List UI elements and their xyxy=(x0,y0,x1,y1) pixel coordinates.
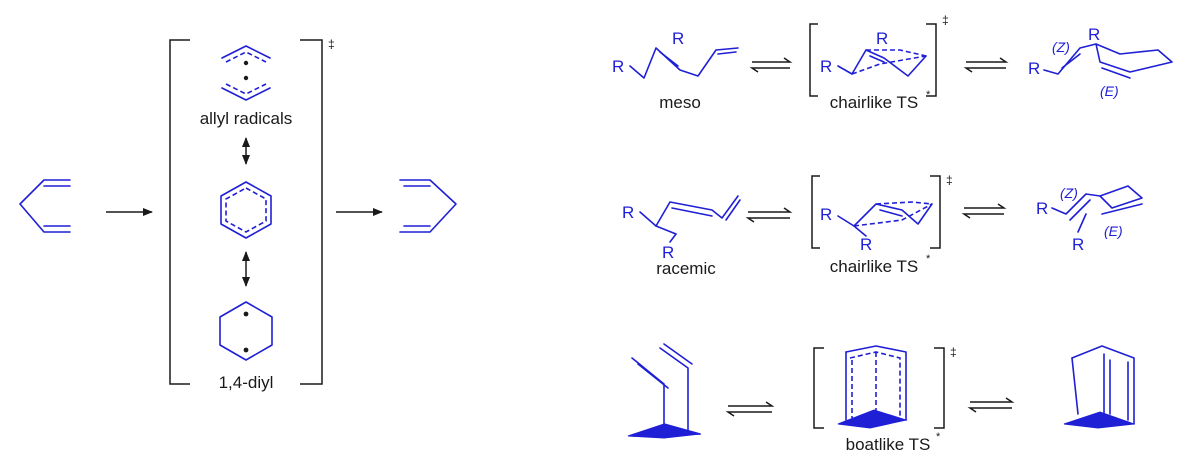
meso-chair-ts: ‡ R R xyxy=(809,13,949,97)
meso-label: meso xyxy=(659,93,701,112)
svg-text:‡: ‡ xyxy=(946,173,953,187)
svg-text:(E): (E) xyxy=(1104,223,1123,239)
svg-text:‡: ‡ xyxy=(950,345,957,359)
allyl-radical-bottom xyxy=(221,75,271,101)
diyl-hexagon xyxy=(219,301,273,361)
hexadiene-reactant xyxy=(19,179,71,233)
equilibrium-arrow-racemic-1 xyxy=(745,207,793,223)
svg-text:chairlike TS: chairlike TS xyxy=(830,93,919,112)
ts-dagger: ‡ xyxy=(328,37,335,51)
allyl-radicals-label: allyl radicals xyxy=(200,109,293,128)
svg-text:R: R xyxy=(820,57,832,76)
svg-text:R: R xyxy=(1088,25,1100,44)
svg-text:chairlike TS: chairlike TS xyxy=(830,257,919,276)
allyl-radical-top xyxy=(221,45,271,66)
boat-ts: ‡ xyxy=(813,345,957,429)
svg-text:R: R xyxy=(672,29,684,48)
transition-bracket: ‡ xyxy=(169,37,335,385)
svg-text:R: R xyxy=(1028,59,1040,78)
meso-substrate: R R xyxy=(612,29,739,79)
svg-text:(Z): (Z) xyxy=(1052,39,1070,55)
svg-text:*: * xyxy=(936,431,941,443)
meso-product: R R (Z) (E) xyxy=(1028,25,1173,99)
meso-ts-label: chairlike TS * xyxy=(830,89,931,112)
svg-text:(Z): (Z) xyxy=(1060,185,1078,201)
racemic-substrate: R R xyxy=(622,195,741,262)
svg-text:*: * xyxy=(926,89,931,101)
racemic-product: R R (Z) (E) xyxy=(1036,185,1143,254)
racemic-chair-ts: ‡ R R xyxy=(811,173,953,254)
svg-text:R: R xyxy=(876,29,888,48)
svg-text:R: R xyxy=(622,203,634,222)
svg-text:R: R xyxy=(1072,235,1084,254)
equilibrium-arrow-meso-2 xyxy=(963,57,1009,73)
boat-product xyxy=(1063,345,1135,429)
equilibrium-arrow-racemic-2 xyxy=(961,203,1007,219)
equilibrium-arrow-boat-2 xyxy=(967,397,1015,413)
svg-text:R: R xyxy=(612,57,624,76)
aromatic-ts-hexagon xyxy=(220,181,272,239)
svg-text:(E): (E) xyxy=(1100,83,1119,99)
racemic-label: racemic xyxy=(656,259,716,278)
diyl-label: 1,4-diyl xyxy=(219,373,274,392)
svg-text:R: R xyxy=(860,235,872,254)
racemic-ts-label: chairlike TS * xyxy=(830,253,931,276)
svg-text:R: R xyxy=(820,205,832,224)
equilibrium-arrow-meso-1 xyxy=(749,57,793,73)
boat-ts-label: boatlike TS * xyxy=(846,431,941,454)
boat-substrate xyxy=(627,343,701,439)
equilibrium-arrow-boat-1 xyxy=(725,401,775,417)
hexadiene-product xyxy=(399,179,457,233)
svg-text:boatlike TS: boatlike TS xyxy=(846,435,931,454)
svg-text:‡: ‡ xyxy=(942,13,949,27)
svg-text:R: R xyxy=(662,243,674,262)
svg-text:R: R xyxy=(1036,199,1048,218)
svg-text:*: * xyxy=(926,253,931,265)
